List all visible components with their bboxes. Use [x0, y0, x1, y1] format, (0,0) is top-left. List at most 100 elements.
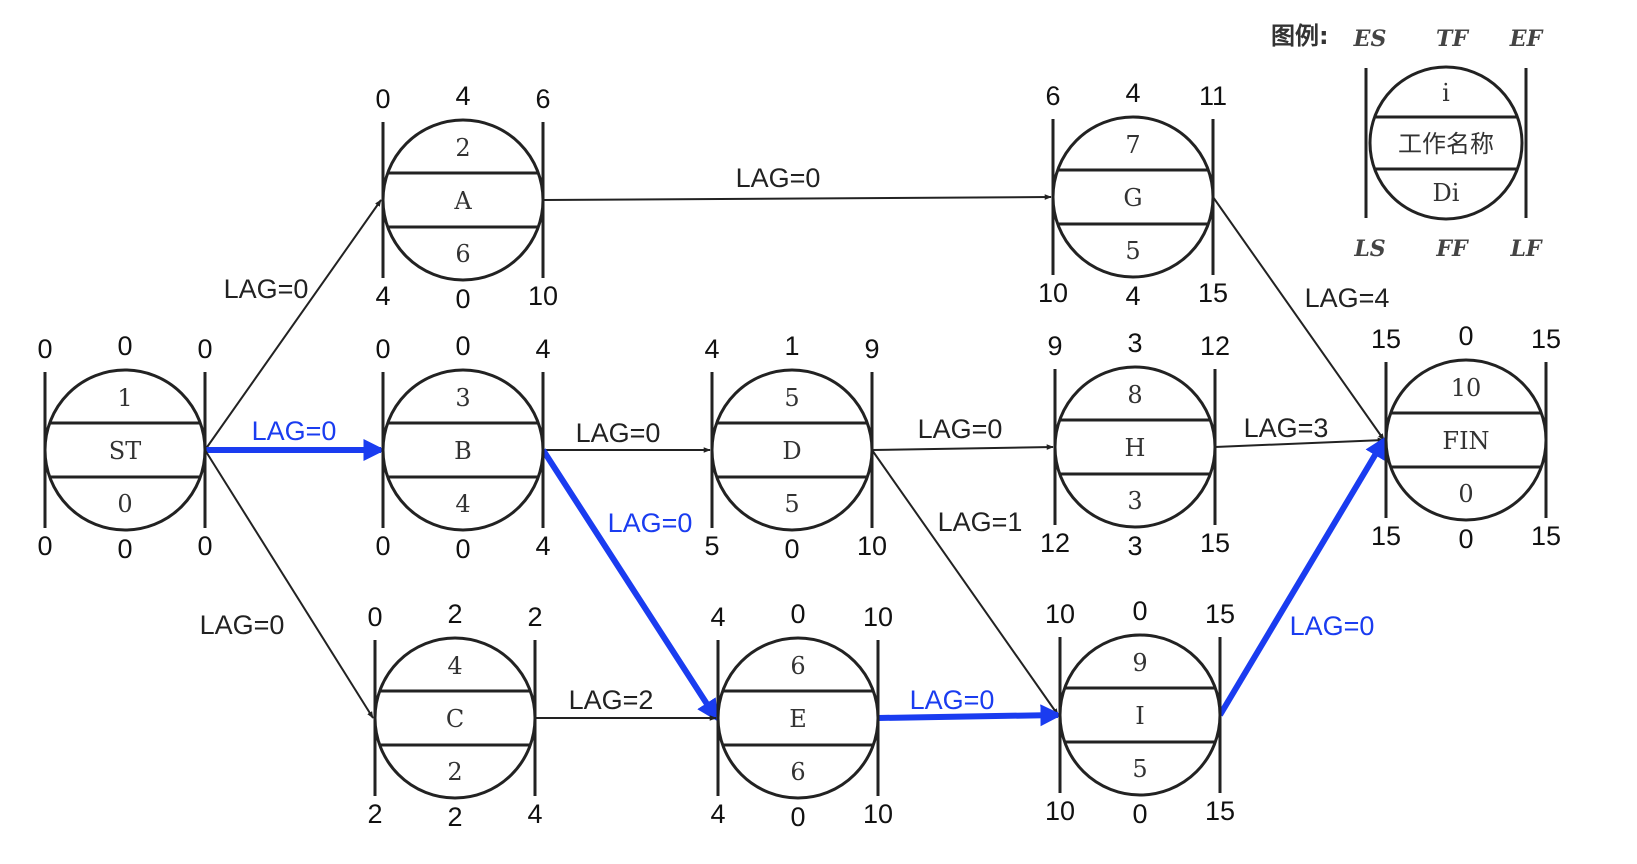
node-ef: 15 — [1531, 324, 1561, 354]
node-ef: 0 — [197, 334, 212, 364]
node-ff: 3 — [1127, 531, 1142, 561]
node-tf: 4 — [1125, 78, 1140, 108]
edges-layer: LAG=0LAG=0LAG=0LAG=0LAG=0LAG=0LAG=2LAG=0… — [200, 163, 1390, 727]
node-duration: 5 — [1125, 237, 1140, 265]
node-number: 7 — [1125, 131, 1140, 159]
edge-lag-label: LAG=0 — [252, 416, 337, 446]
node-name: D — [782, 437, 801, 465]
edge-lag-label: LAG=1 — [938, 507, 1023, 537]
node-name: G — [1123, 184, 1142, 212]
edge-lag-label: LAG=2 — [569, 685, 654, 715]
edge-b-e: LAG=0 — [540, 448, 719, 722]
node-lf: 15 — [1205, 796, 1235, 826]
node-lf: 15 — [1198, 278, 1228, 308]
node-ff: 0 — [1132, 799, 1147, 829]
node-es: 6 — [1045, 81, 1060, 111]
edge-lag-label: LAG=4 — [1305, 283, 1390, 313]
node-lf: 15 — [1200, 528, 1230, 558]
edge-st-a: LAG=0 — [204, 199, 382, 451]
node-ls: 12 — [1040, 528, 1070, 558]
edge-arrow — [871, 444, 1054, 451]
node-ls: 0 — [375, 531, 390, 561]
legend-top-label: ES — [1353, 26, 1387, 52]
node-es: 0 — [367, 602, 382, 632]
node-duration: 6 — [455, 240, 470, 268]
node-es: 9 — [1047, 331, 1062, 361]
edge-e-i: LAG=0 — [877, 685, 1063, 727]
legend-inner-index: i — [1442, 79, 1450, 107]
edge-arrow — [204, 199, 382, 451]
node-es: 0 — [375, 334, 390, 364]
node-tf: 0 — [455, 331, 470, 361]
node-ef: 4 — [535, 334, 550, 364]
node-lf: 4 — [527, 799, 542, 829]
edge-d-i: LAG=1 — [871, 449, 1059, 716]
node-name: FIN — [1442, 427, 1489, 455]
edge-lag-label: LAG=0 — [1290, 611, 1375, 641]
node-duration: 5 — [1132, 755, 1147, 783]
node-duration: 5 — [784, 490, 799, 518]
node-tf: 0 — [117, 331, 132, 361]
node-ff: 0 — [1458, 524, 1473, 554]
node-tf: 0 — [790, 599, 805, 629]
legend-inner-name: 工作名称 — [1398, 130, 1494, 158]
node-ls: 4 — [710, 799, 725, 829]
node-ff: 0 — [117, 534, 132, 564]
node-ls: 5 — [704, 531, 719, 561]
edge-arrow — [1217, 436, 1387, 717]
node-tf: 1 — [784, 331, 799, 361]
legend-inner-duration: Di — [1433, 179, 1460, 207]
legend-bottom-label: FF — [1435, 236, 1469, 262]
node-number: 10 — [1451, 374, 1482, 402]
node-number: 9 — [1132, 649, 1147, 677]
edge-arrow — [542, 194, 1052, 201]
node-name: H — [1125, 434, 1146, 462]
node-es: 4 — [710, 602, 725, 632]
node-es: 0 — [37, 334, 52, 364]
node-ef: 12 — [1200, 331, 1230, 361]
node-ff: 0 — [455, 284, 470, 314]
node-name: E — [789, 705, 807, 733]
edge-lag-label: LAG=0 — [608, 508, 693, 538]
node-duration: 0 — [1458, 480, 1473, 508]
node-ff: 0 — [790, 802, 805, 832]
edge-lag-label: LAG=3 — [1244, 413, 1329, 443]
node-lf: 10 — [863, 799, 893, 829]
edge-a-g: LAG=0 — [542, 163, 1052, 201]
node-ff: 0 — [455, 534, 470, 564]
legend-title: 图例: — [1271, 22, 1329, 50]
node-ef: 6 — [535, 84, 550, 114]
node-duration: 4 — [455, 490, 470, 518]
edge-g-fin: LAG=4 — [1212, 196, 1390, 441]
node-duration: 6 — [790, 758, 805, 786]
edge-st-c: LAG=0 — [200, 449, 374, 719]
node-ls: 15 — [1371, 521, 1401, 551]
node-name: I — [1135, 702, 1144, 730]
edge-arrow — [540, 448, 719, 722]
node-duration: 2 — [447, 758, 462, 786]
edge-h-fin: LAG=3 — [1214, 413, 1385, 448]
node-tf: 0 — [1132, 596, 1147, 626]
node-tf: 4 — [455, 81, 470, 111]
node-name: C — [446, 705, 464, 733]
legend-top-label: TF — [1436, 26, 1469, 52]
node-ef: 9 — [864, 334, 879, 364]
node-es: 0 — [375, 84, 390, 114]
edge-lag-label: LAG=0 — [224, 274, 309, 304]
edge-arrow — [1214, 437, 1385, 448]
legend-circle — [1368, 65, 1524, 221]
node-es: 4 — [704, 334, 719, 364]
edge-lag-label: LAG=0 — [910, 685, 995, 715]
node-ef: 11 — [1199, 81, 1227, 111]
node-number: 5 — [784, 384, 799, 412]
edge-arrow — [877, 704, 1063, 727]
node-duration: 0 — [117, 490, 132, 518]
